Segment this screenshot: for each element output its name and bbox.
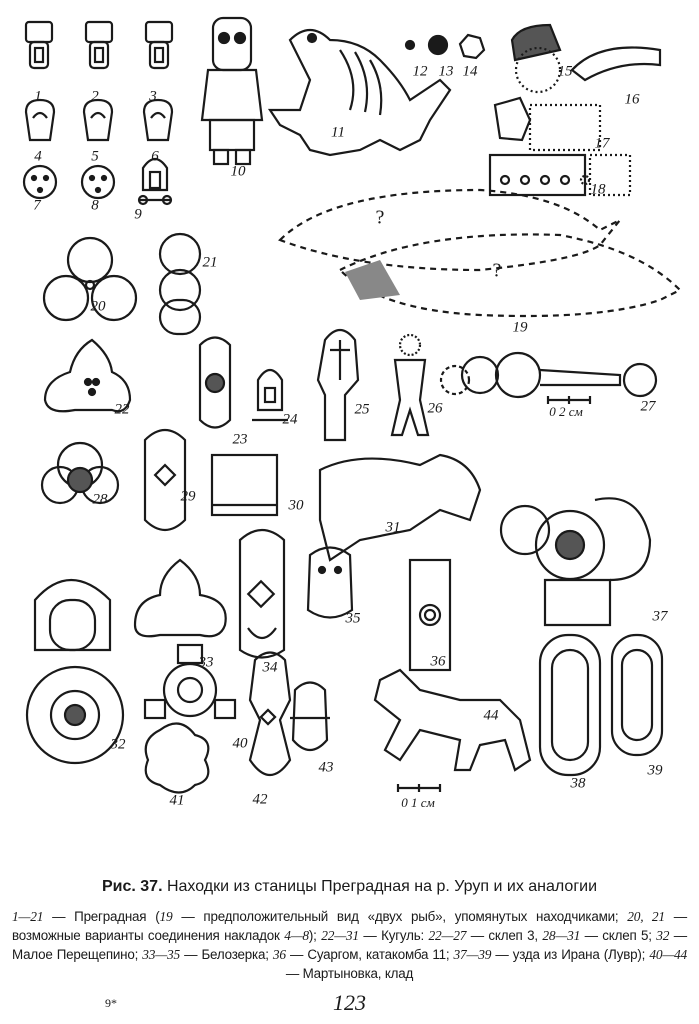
caption-text: — склеп 5; bbox=[580, 928, 657, 943]
caption-text: — предположительный вид «двух рыб», упом… bbox=[172, 909, 628, 924]
figure-caption: 1—21 — Преградная (19 — предположительны… bbox=[12, 907, 687, 983]
signature-mark: 9* bbox=[105, 996, 117, 1010]
buckle-2 bbox=[84, 20, 114, 70]
caption-text: — склеп 3, bbox=[466, 928, 543, 943]
figure-label-2: 2 bbox=[91, 88, 99, 105]
caption-ref: 40—44 bbox=[649, 947, 688, 962]
figure-label-13: 13 bbox=[438, 63, 454, 80]
figure-label-41: 41 bbox=[169, 792, 185, 809]
figure-label-40: 40 bbox=[232, 735, 248, 752]
caption-ref: 37—39 bbox=[453, 947, 492, 962]
question-mark: ? bbox=[492, 259, 502, 282]
caption-text: — Мартыновка, клад bbox=[285, 966, 414, 981]
figure-title-text: Находки из станицы Преградная на р. Уруп… bbox=[166, 878, 598, 895]
figure-title: Рис. 37. Находки из станицы Преградная н… bbox=[0, 878, 699, 896]
question-mark: ? bbox=[375, 206, 385, 229]
figure-label-25: 25 bbox=[354, 401, 370, 418]
figure-label-7: 7 bbox=[33, 197, 41, 214]
caption-text: — возможные варианты соединения накладок bbox=[12, 909, 688, 943]
figure-label-21: 21 bbox=[202, 254, 218, 271]
caption-ref: 28—31 bbox=[542, 928, 581, 943]
figure-label-29: 29 bbox=[180, 488, 196, 505]
caption-text: — Малое Перещепино; bbox=[12, 928, 687, 962]
caption-ref: 33—35 bbox=[142, 947, 180, 962]
caption-ref: 4—8 bbox=[284, 928, 309, 943]
caption-text: — Преградная ( bbox=[43, 909, 160, 924]
figure-label-33: 33 bbox=[198, 654, 214, 671]
figure-label-18: 18 bbox=[590, 181, 606, 198]
figure-label-30: 30 bbox=[288, 497, 304, 514]
figure-label-34: 34 bbox=[262, 659, 278, 676]
page-number: 123 bbox=[333, 990, 366, 1015]
caption-text: ); bbox=[308, 928, 322, 943]
artifact-drawings bbox=[22, 16, 682, 794]
figure-label-11: 11 bbox=[331, 124, 345, 141]
caption-text: — узда из Ирана (Лувр); bbox=[491, 947, 650, 962]
figure-label-17: 17 bbox=[594, 135, 610, 152]
figure-label-16: 16 bbox=[624, 91, 640, 108]
figure-label-10: 10 bbox=[230, 163, 246, 180]
figure-label-20: 20 bbox=[90, 298, 106, 315]
figure-label-5: 5 bbox=[91, 148, 99, 165]
caption-ref: 20, 21 bbox=[627, 909, 665, 924]
caption-ref: 22—27 bbox=[428, 928, 467, 943]
buckle-3 bbox=[144, 20, 174, 70]
figure-label-8: 8 bbox=[91, 197, 99, 214]
scale-bar-label: 0 2 см bbox=[549, 404, 583, 419]
figure-label-37: 37 bbox=[652, 608, 668, 625]
buckle-1 bbox=[24, 20, 54, 70]
figure-label-31: 31 bbox=[385, 519, 401, 536]
figure-label-35: 35 bbox=[345, 610, 361, 627]
caption-ref: 19 bbox=[159, 909, 173, 924]
figure-label-9: 9 bbox=[134, 206, 142, 223]
figure-label-38: 38 bbox=[570, 775, 586, 792]
figure-label-19: 19 bbox=[512, 319, 528, 336]
figure-label-43: 43 bbox=[318, 759, 334, 776]
caption-ref: 32 bbox=[656, 928, 670, 943]
figure-label-36: 36 bbox=[430, 653, 446, 670]
figure-label-44: 44 bbox=[483, 707, 499, 724]
figure-label-22: 22 bbox=[114, 401, 130, 418]
figure-label-1: 1 bbox=[34, 88, 42, 105]
figure-label-26: 26 bbox=[427, 400, 443, 417]
figure-label-3: 3 bbox=[149, 88, 157, 105]
figure-label-15: 15 bbox=[557, 63, 573, 80]
caption-ref: 36 bbox=[272, 947, 286, 962]
caption-text: — Кугуль: bbox=[358, 928, 429, 943]
figure-label-39: 39 bbox=[647, 762, 663, 779]
figure-label-24: 24 bbox=[282, 411, 298, 428]
caption-ref: 22—31 bbox=[321, 928, 359, 943]
scale-bar-label: 0 1 см bbox=[401, 795, 435, 810]
figure-label-14: 14 bbox=[462, 63, 478, 80]
figure-number: Рис. 37. bbox=[101, 878, 163, 895]
caption-text: — Белозерка; bbox=[179, 947, 273, 962]
figure-label-12: 12 bbox=[412, 63, 428, 80]
figure-label-42: 42 bbox=[252, 791, 268, 808]
figure-label-27: 27 bbox=[640, 398, 656, 415]
caption-text: — Суаргом, катакомба 11; bbox=[285, 947, 454, 962]
figure-label-6: 6 bbox=[151, 148, 159, 165]
figure-label-32: 32 bbox=[110, 736, 126, 753]
figure-label-23: 23 bbox=[232, 431, 248, 448]
figurine-10 bbox=[200, 16, 264, 166]
figure-label-28: 28 bbox=[92, 491, 108, 508]
figure-label-4: 4 bbox=[34, 148, 42, 165]
caption-ref: 1—21 bbox=[12, 909, 44, 924]
